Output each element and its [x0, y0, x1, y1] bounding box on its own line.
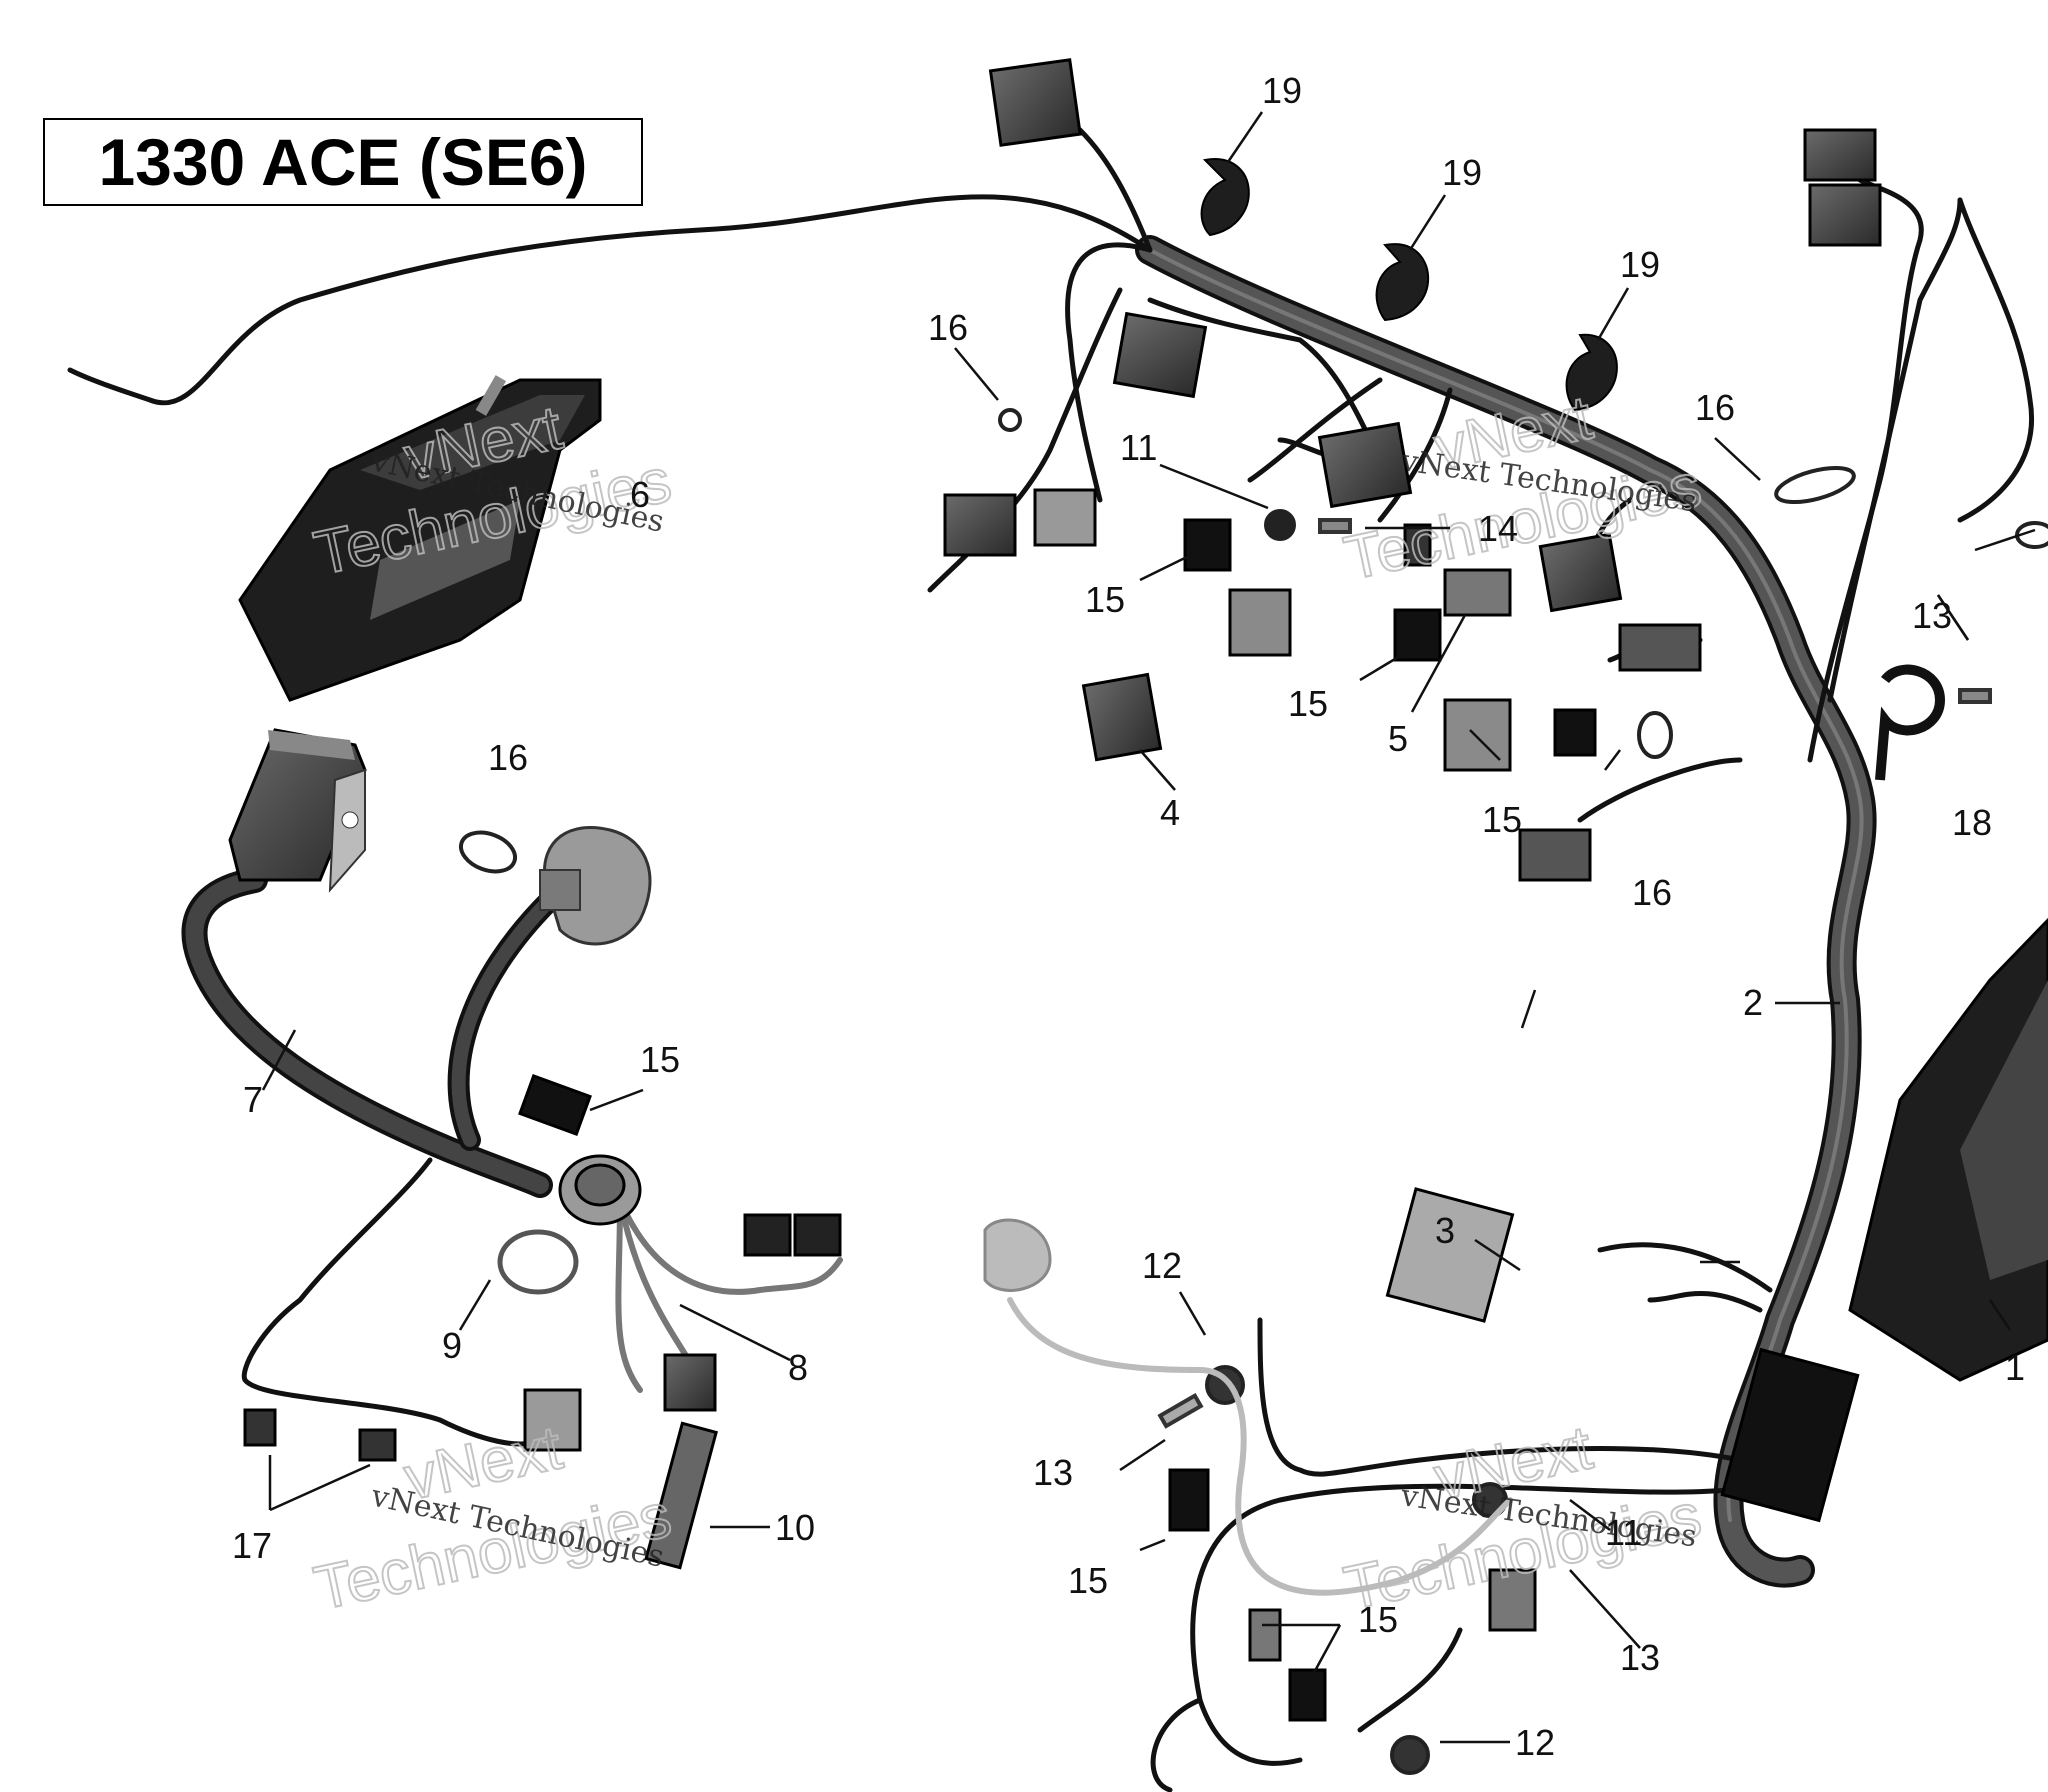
callout-19: 19: [1442, 152, 1482, 193]
callout-14: 14: [1478, 508, 1518, 549]
sensor-cap: [539, 825, 652, 946]
callout-2: 2: [1743, 982, 1763, 1023]
callout-15: 15: [1288, 683, 1328, 724]
callout-18: 18: [1952, 802, 1992, 843]
callout-12: 12: [1515, 1722, 1555, 1763]
callout-15: 15: [1482, 799, 1522, 840]
ground-wire: [1007, 1297, 1513, 1596]
sub-harness-7: [181, 867, 561, 1447]
callout-16: 16: [928, 307, 968, 348]
callout-13: 13: [1912, 595, 1952, 636]
callout-5: 5: [1388, 718, 1408, 759]
leader-lines: [261, 111, 2036, 1744]
callout-labels: 19 19 19 16 16 16 16 11 11 14 15 15 15 1…: [232, 70, 2025, 1763]
callout-17: 17: [232, 1525, 272, 1566]
callout-10: 10: [775, 1507, 815, 1548]
sub-harness-connector: [228, 728, 367, 893]
ecm-module-right: [1848, 917, 2048, 1382]
callout-15: 15: [1068, 1560, 1108, 1601]
callout-16: 16: [1632, 872, 1672, 913]
clamps-19: [1200, 158, 1618, 412]
callout-19: 19: [1262, 70, 1302, 111]
callout-16: 16: [488, 737, 528, 778]
callout-13: 13: [1033, 1452, 1073, 1493]
callout-15: 15: [640, 1039, 680, 1080]
callout-11: 11: [1120, 427, 1157, 468]
callout-15: 15: [1358, 1599, 1398, 1640]
callout-4: 4: [1160, 792, 1180, 833]
callout-15: 15: [1085, 579, 1125, 620]
callout-12: 12: [1142, 1245, 1182, 1286]
callout-8: 8: [788, 1347, 808, 1388]
callout-9: 9: [442, 1325, 462, 1366]
callout-11: 11: [1605, 1512, 1642, 1553]
diagram-title: 1330 ACE (SE6): [98, 125, 588, 199]
diagram-title-box: 1330 ACE (SE6): [43, 118, 643, 206]
callout-6: 6: [630, 474, 650, 515]
connectors-upper: [943, 58, 1882, 1523]
callout-3: 3: [1435, 1210, 1455, 1251]
callout-1: 1: [2005, 1347, 2025, 1388]
callout-13: 13: [1620, 1637, 1660, 1678]
callout-19: 19: [1620, 244, 1660, 285]
lower-connectors: [243, 1074, 1537, 1722]
callout-16: 16: [1695, 387, 1735, 428]
small-parts: [458, 408, 2048, 1775]
callout-7: 7: [243, 1079, 263, 1120]
ecm-module: [238, 375, 602, 702]
